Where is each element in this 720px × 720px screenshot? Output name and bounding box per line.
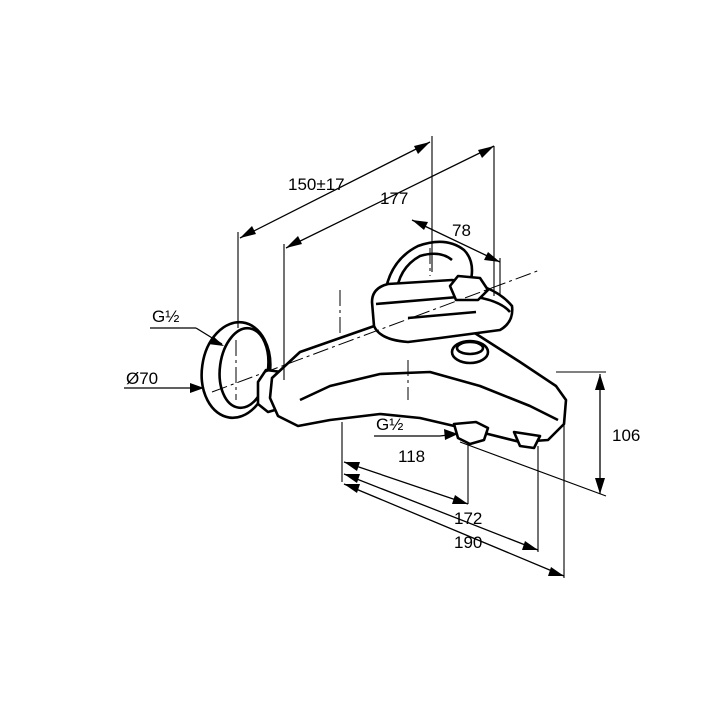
arrow-118-end	[452, 495, 468, 504]
arrow-150-end	[414, 142, 430, 154]
ext-106-bottom	[459, 441, 607, 497]
dim-line-172	[343, 473, 539, 551]
arrow-190-end	[548, 567, 564, 576]
dim-line-177	[285, 145, 495, 249]
arrow-106-bottom	[595, 478, 605, 494]
arrow-g-wall	[208, 336, 224, 346]
label-outlet-thread: G½	[376, 415, 403, 434]
center-lines	[211, 248, 541, 400]
spout-contour	[299, 370, 559, 422]
spout-outlet	[512, 430, 542, 450]
arrow-78-end	[484, 252, 500, 262]
label-overall-projection: 190	[454, 533, 482, 552]
arrow-118-start	[344, 462, 360, 471]
handle-cap	[448, 274, 490, 302]
extension-lines	[237, 136, 607, 578]
dim-line-150	[239, 141, 431, 239]
arrow-78-start	[412, 220, 428, 230]
dimension-lines	[124, 141, 605, 577]
arrow-177-end	[478, 146, 494, 158]
label-depth-lever: 177	[380, 189, 408, 208]
diverter-knob-top	[455, 340, 485, 356]
label-install-distance: 150±17	[288, 175, 345, 194]
dim-line-78	[411, 219, 501, 263]
label-outlet-offset: 118	[398, 447, 425, 466]
arrow-150-start	[240, 226, 256, 238]
handle-lever-ridge	[407, 310, 477, 320]
arrow-d70	[190, 383, 204, 393]
centerline-main	[211, 269, 541, 393]
label-height: 106	[612, 426, 640, 445]
arrow-172-start	[344, 474, 360, 483]
mixer-body	[200, 240, 568, 450]
lever-back-plate-inner	[394, 252, 453, 297]
arrow-190-start	[344, 484, 360, 493]
label-flange-diameter: Ø70	[126, 369, 158, 388]
label-spout-projection: 172	[454, 509, 482, 528]
arrow-172-end	[522, 541, 538, 550]
arrow-106-top	[595, 374, 605, 390]
arrow-g-outlet	[444, 429, 458, 440]
label-wall-thread: G½	[152, 307, 179, 326]
dim-line-118	[343, 461, 469, 505]
outlet-nut	[452, 420, 490, 446]
diverter-knob	[450, 339, 490, 365]
dimension-labels: 150±17 177 78 G½ Ø70 G½ 118 172 190 106	[126, 175, 640, 552]
handle-lever	[370, 278, 514, 344]
arrow-177-start	[286, 236, 302, 248]
label-lever-depth: 78	[452, 221, 471, 240]
dim-line-190	[343, 483, 565, 577]
